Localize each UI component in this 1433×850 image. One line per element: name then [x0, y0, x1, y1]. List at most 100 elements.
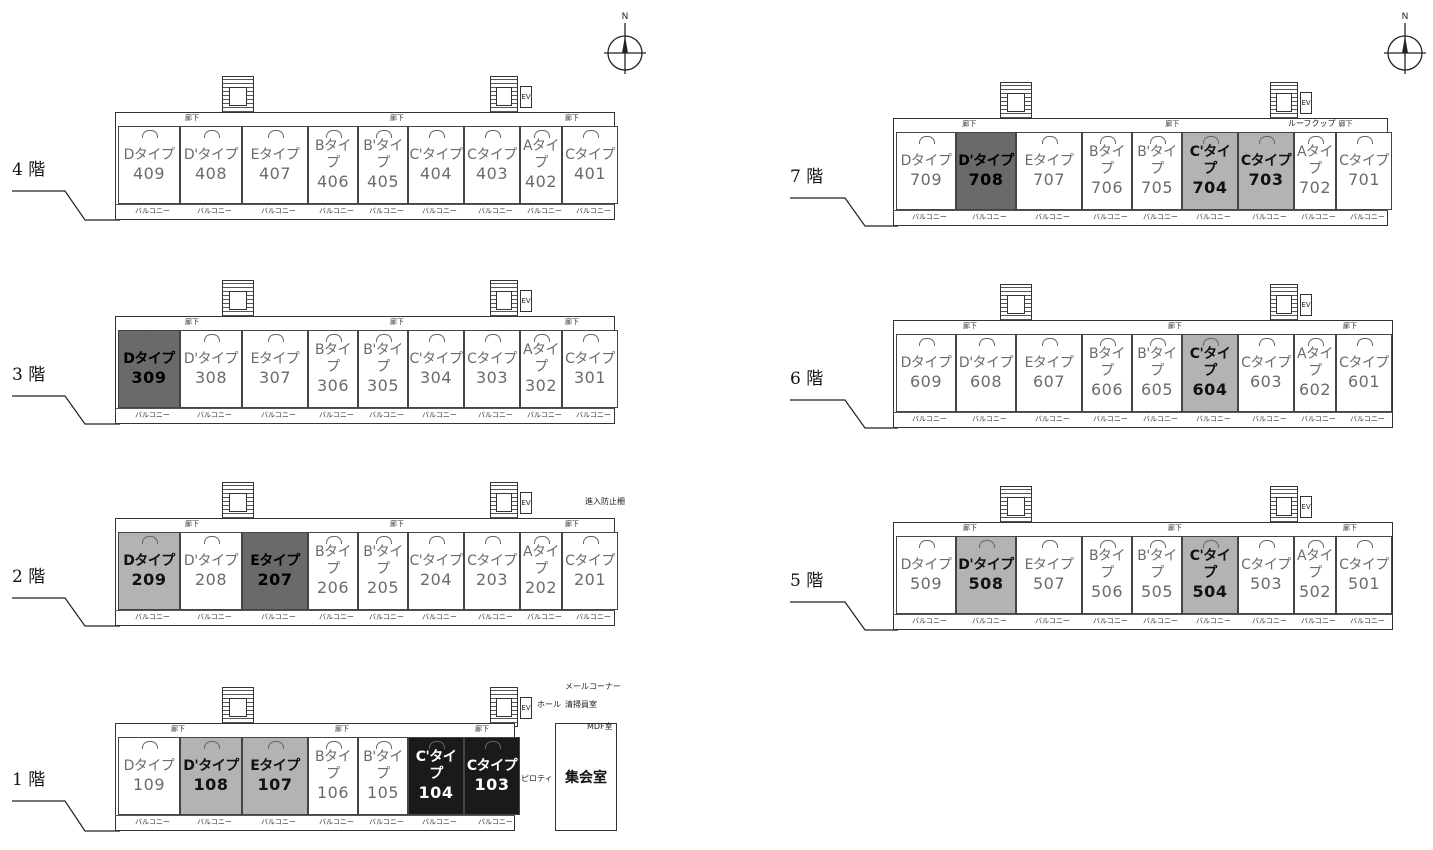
- balcony-label-706: バルコニー: [1093, 213, 1128, 221]
- unit-type: Cタイプ: [1240, 152, 1292, 169]
- balcony-label-104: バルコニー: [422, 818, 457, 826]
- unit-type: D'タイプ: [183, 350, 239, 367]
- compass-left-icon: N: [604, 12, 646, 74]
- unit-type: Cタイプ: [1241, 354, 1291, 371]
- balcony-label-703: バルコニー: [1252, 213, 1287, 221]
- unit-number: 405: [366, 172, 400, 191]
- balcony-label-409: バルコニー: [135, 207, 170, 215]
- unit-number: 302: [524, 376, 558, 395]
- unit-type: Eタイプ: [250, 552, 300, 569]
- floor-label-7: 7 階: [790, 167, 824, 187]
- unit-number: 305: [366, 376, 400, 395]
- unit-number: 309: [131, 367, 167, 387]
- floor-leader-line-3: [12, 395, 120, 425]
- corridor-label-7-2: 廊下: [1338, 120, 1353, 128]
- floor-leader-line-1: [12, 800, 120, 832]
- balcony-label-407: バルコニー: [261, 207, 296, 215]
- balcony-label-701: バルコニー: [1350, 213, 1385, 221]
- unit-number: 103: [474, 774, 510, 794]
- cleaning-room-label: 清掃員室: [565, 700, 597, 709]
- unit-type: Aタイプ: [1296, 346, 1334, 379]
- unit-number: 704: [1192, 178, 1228, 197]
- corridor-label-1-1: 廊下: [335, 725, 349, 733]
- unit-type: D'タイプ: [183, 757, 239, 774]
- unit-type: Dタイプ: [123, 350, 175, 367]
- unit-type: Bタイプ: [314, 749, 352, 782]
- unit-type: Dタイプ: [900, 354, 952, 371]
- unit-number: 409: [132, 163, 166, 183]
- unit-number: 707: [1032, 169, 1066, 189]
- floor-label-6: 6 階: [790, 369, 824, 389]
- unit-number: 705: [1140, 178, 1174, 197]
- balcony-label-603: バルコニー: [1252, 415, 1287, 423]
- unit-number: 204: [419, 569, 453, 589]
- corridor-label-5-2: 廊下: [1343, 524, 1357, 532]
- unit-type: B'タイプ: [363, 544, 403, 577]
- unit-type: Cタイプ: [467, 552, 517, 569]
- unit-type: Cタイプ: [565, 552, 615, 569]
- floor-label-5: 5 階: [790, 571, 824, 591]
